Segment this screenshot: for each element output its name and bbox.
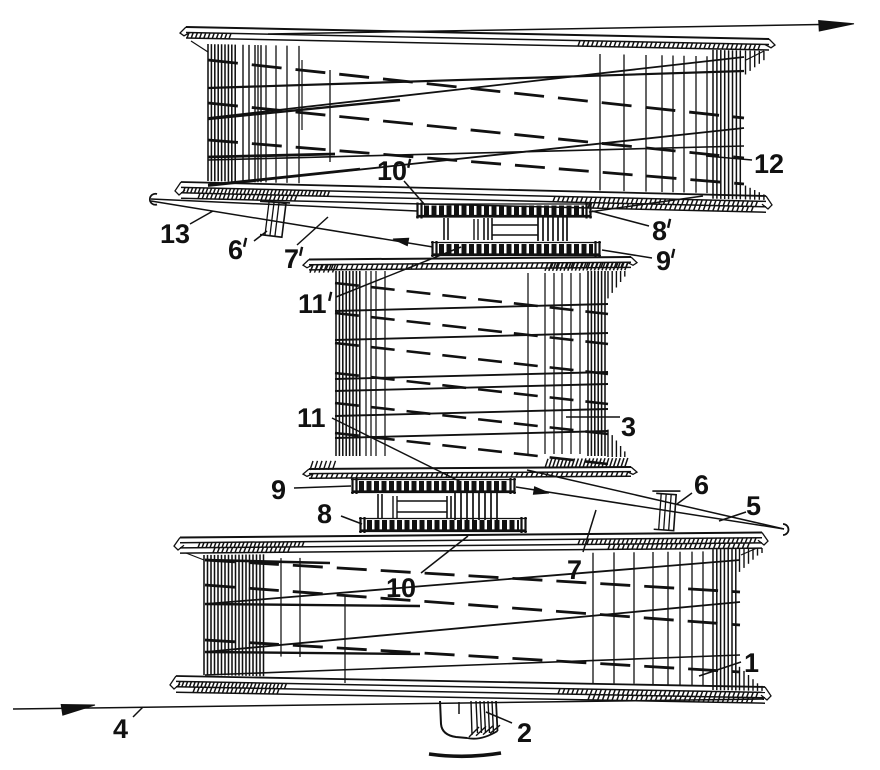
svg-text:10: 10	[386, 573, 416, 603]
svg-text:6: 6	[694, 470, 709, 500]
svg-text:8: 8	[652, 216, 667, 246]
svg-text:11: 11	[297, 403, 326, 433]
svg-text:5: 5	[746, 491, 761, 521]
svg-text:7: 7	[284, 244, 299, 274]
svg-text:2: 2	[517, 718, 532, 748]
svg-text:7: 7	[567, 555, 582, 585]
svg-text:9: 9	[271, 475, 286, 505]
svg-text:3: 3	[621, 412, 636, 442]
svg-text:8: 8	[317, 499, 332, 529]
svg-text:11: 11	[298, 289, 327, 319]
svg-text:6: 6	[228, 235, 243, 265]
svg-text:13: 13	[160, 219, 190, 249]
svg-text:12: 12	[754, 149, 784, 179]
svg-text:4: 4	[113, 714, 128, 744]
svg-text:9: 9	[656, 246, 671, 276]
svg-text:10: 10	[377, 156, 407, 186]
svg-text:1: 1	[744, 648, 759, 678]
